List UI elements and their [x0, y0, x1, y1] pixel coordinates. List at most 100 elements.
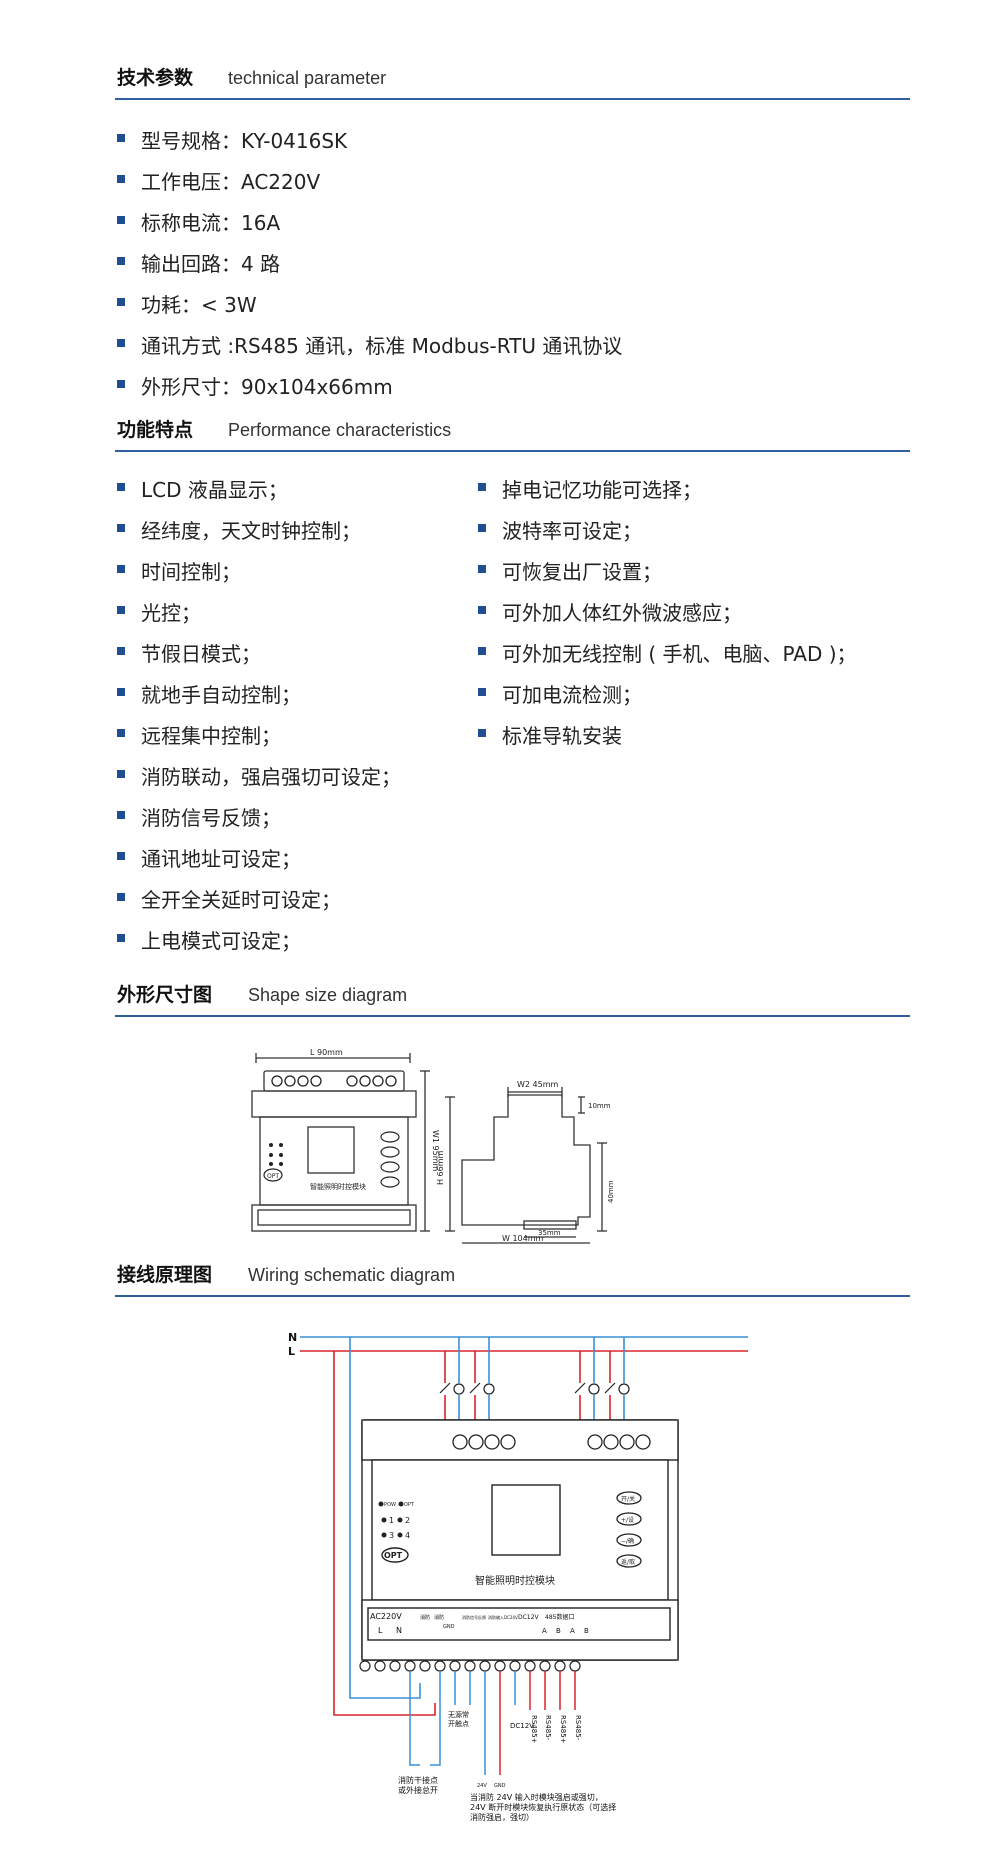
led-2-label: 2 — [405, 1516, 410, 1525]
tech-item: 输出回路：4 路 — [116, 248, 280, 277]
fire-note-line1: 当消防 24V 输入时模块强启或强切， — [470, 1792, 603, 1802]
wiring-diagram: N L — [288, 1331, 748, 1822]
term-b2: B — [584, 1627, 589, 1635]
front-buttons — [263, 1131, 400, 1188]
btn-back-label: 返/取 — [621, 1559, 635, 1566]
front-terminals — [271, 1075, 397, 1087]
term-feedback: 消防信号反馈 — [462, 1614, 486, 1620]
led-opt-label: OPT — [404, 1502, 415, 1508]
perf-item-right: 可加电流检测； — [478, 679, 642, 708]
shape-title-cn: 外形尺寸图 — [117, 984, 213, 1006]
tech-item: 型号规格：KY-0416SK — [116, 125, 347, 154]
perf-item-right: 标准导轨安装 — [478, 720, 622, 749]
perf-item-left: LCD 液晶显示； — [117, 474, 288, 503]
label-nc-line1: 无源常 — [448, 1710, 469, 1719]
btn-onoff-label: 开/关 — [621, 1495, 635, 1503]
front-module-name: 智能照明时控模块 — [310, 1182, 366, 1191]
tech-header: 技术参数 technical parameter — [115, 58, 910, 100]
led-pow-label: POW — [384, 1502, 396, 1508]
bottom-wiring — [409, 1671, 576, 1775]
perf-section: 功能特点 Performance characteristics LCD 液晶显… — [115, 410, 910, 970]
dim-10-label: 10mm — [588, 1102, 611, 1110]
dim-w1-label: W1 95mm — [431, 1130, 440, 1172]
perf-item-left: 就地手自动控制； — [117, 679, 301, 708]
led-3-label: 3 — [389, 1531, 394, 1540]
term-dc12v: DC12V — [518, 1614, 539, 1621]
perf-title-cn: 功能特点 — [117, 419, 194, 441]
led-4-label: 4 — [405, 1531, 410, 1540]
term-a2: A — [570, 1627, 575, 1635]
label-dc12v: DC12V — [510, 1722, 534, 1730]
dim-40-label: 40mm — [607, 1180, 615, 1203]
module-name: 智能照明时控模块 — [475, 1574, 555, 1587]
tech-title-en: technical parameter — [228, 68, 387, 88]
wiring-section: 接线原理图 Wiring schematic diagram — [115, 1255, 910, 1315]
label-rs485p2: RS485+ — [559, 1715, 567, 1744]
term-gnd: GND — [443, 1624, 455, 1630]
perf-item-left: 经纬度，天文时钟控制； — [117, 515, 361, 544]
label-fire-line1: 消防干接点 — [398, 1775, 438, 1785]
dim-h-label: H 66mm — [436, 1150, 445, 1185]
front-view — [251, 1053, 430, 1232]
shape-size-diagram: L 90mm W1 95mm 智能照明时控模块 OPT W2 45mm 10mm… — [251, 1048, 615, 1244]
perf-title-en: Performance characteristics — [228, 420, 452, 440]
opt-button — [381, 1547, 409, 1563]
tech-item: 功耗：< 3W — [117, 289, 257, 318]
label-gnd: GND — [494, 1783, 506, 1789]
front-buttons-right — [616, 1491, 642, 1568]
perf-item-left: 通讯地址可设定； — [117, 843, 301, 872]
perf-item-left: 上电模式可设定； — [117, 925, 301, 954]
opt-label: OPT — [384, 1551, 403, 1560]
perf-item-right: 掉电记忆功能可选择； — [478, 474, 702, 503]
side-view — [445, 1087, 607, 1244]
perf-item-left: 时间控制； — [117, 556, 241, 585]
bottom-terminals — [359, 1660, 581, 1672]
wiring-title-en: Wiring schematic diagram — [248, 1265, 456, 1285]
term-ac220v: AC220V — [370, 1612, 402, 1621]
tech-item: 工作电压：AC220V — [116, 166, 320, 195]
front-opt-label: OPT — [267, 1173, 279, 1180]
dim-l-label: L 90mm — [310, 1048, 343, 1057]
l-label: L — [288, 1345, 295, 1358]
wiring-title-cn: 接线原理图 — [117, 1264, 213, 1286]
label-rs485m: RS485- — [544, 1715, 552, 1741]
perf-item-right: 可外加无线控制 ( 手机、电脑、PAD )； — [478, 638, 857, 667]
perf-item-left: 节假日模式； — [117, 638, 261, 667]
dim-35-label: 35mm — [538, 1229, 561, 1237]
perf-item-right: 波特率可设定； — [478, 515, 642, 544]
label-rs485p: RS485+ — [530, 1715, 538, 1744]
shape-header: 外形尺寸图 Shape size diagram — [115, 975, 910, 1017]
perf-item-left: 光控； — [117, 597, 201, 626]
term-l: L — [378, 1626, 383, 1635]
label-24v: 24V — [477, 1783, 487, 1789]
wiring-header: 接线原理图 Wiring schematic diagram — [115, 1255, 910, 1297]
output-terminals — [452, 1434, 651, 1450]
label-fire-contact: 消防干接点 或外接总开 — [398, 1775, 441, 1795]
perf-item-right: 可外加人体红外微波感应； — [478, 597, 742, 626]
btn-plus-label: +/设 — [621, 1516, 634, 1524]
label-nc-contact: 无源常 开触点 — [448, 1710, 471, 1728]
fire-note-line2: 24V 断开时模块恢复执行原状态（可选择 — [470, 1802, 616, 1812]
btn-minus-label: −/确 — [621, 1537, 634, 1545]
dim-w2-label: W2 45mm — [517, 1080, 559, 1089]
tech-item: 标称电流：16A — [116, 207, 280, 236]
fire-note-line3: 消防强启，强切） — [470, 1812, 534, 1822]
perf-item-left: 远程集中控制； — [117, 720, 281, 749]
term-a: A — [542, 1627, 547, 1635]
fire-note: 当消防 24V 输入时模块强启或强切， 24V 断开时模块恢复执行原状态（可选择… — [470, 1792, 619, 1822]
label-fire-line2: 或外接总开 — [398, 1785, 438, 1795]
switch-and-lamp-icons — [439, 1382, 630, 1395]
perf-item-left: 消防联动，强启强切可设定； — [117, 761, 401, 790]
term-485: 485数据口 — [545, 1613, 574, 1621]
tech-title-cn: 技术参数 — [117, 67, 194, 89]
perf-item-right: 可恢复出厂设置； — [478, 556, 662, 585]
label-nc-line2: 开触点 — [448, 1719, 469, 1728]
term-b: B — [556, 1627, 561, 1635]
tech-section: 技术参数 technical parameter 型号规格：KY-0416SK … — [115, 40, 910, 400]
dim-w-label: W 104mm — [502, 1234, 544, 1243]
perf-header: 功能特点 Performance characteristics — [115, 410, 910, 452]
perf-item-left: 消防信号反馈； — [117, 802, 281, 831]
status-leds — [378, 1501, 404, 1538]
shape-title-en: Shape size diagram — [248, 985, 408, 1005]
tech-item: 外形尺寸：90x104x66mm — [117, 371, 393, 400]
